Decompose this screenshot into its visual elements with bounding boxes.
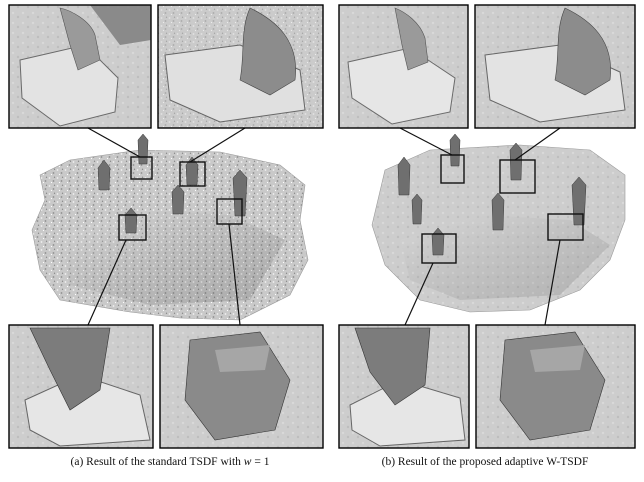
inset-a-bottom-left <box>8 324 154 449</box>
inset-a-top-left <box>8 4 152 129</box>
caption-a-prefix: (a) Result of the standard TSDF with <box>70 456 244 468</box>
inset-a-bottom-right <box>159 324 324 449</box>
zoom-box-b4 <box>547 213 584 241</box>
inset-b-top-left <box>338 4 469 129</box>
panel-a <box>8 4 324 449</box>
zoom-box-a1 <box>130 156 153 180</box>
caption-a: (a) Result of the standard TSDF with w =… <box>30 456 310 468</box>
caption-a-variable: w <box>243 456 252 468</box>
caption-a-suffix: = 1 <box>251 456 270 468</box>
zoom-box-a2 <box>179 161 206 187</box>
zoom-box-b2 <box>499 159 536 194</box>
zoom-box-b1 <box>440 154 465 184</box>
caption-b: (b) Result of the proposed adaptive W-TS… <box>381 456 589 468</box>
inset-b-top-right <box>474 4 636 129</box>
zoom-box-b3 <box>421 233 457 264</box>
zoom-box-a3 <box>118 214 147 241</box>
panel-b <box>338 4 636 449</box>
panel-b-overview <box>371 127 626 326</box>
panel-a-overview <box>31 127 309 326</box>
inset-a-top-right <box>157 4 324 129</box>
inset-b-bottom-right <box>475 324 636 449</box>
inset-b-bottom-left <box>338 324 470 449</box>
